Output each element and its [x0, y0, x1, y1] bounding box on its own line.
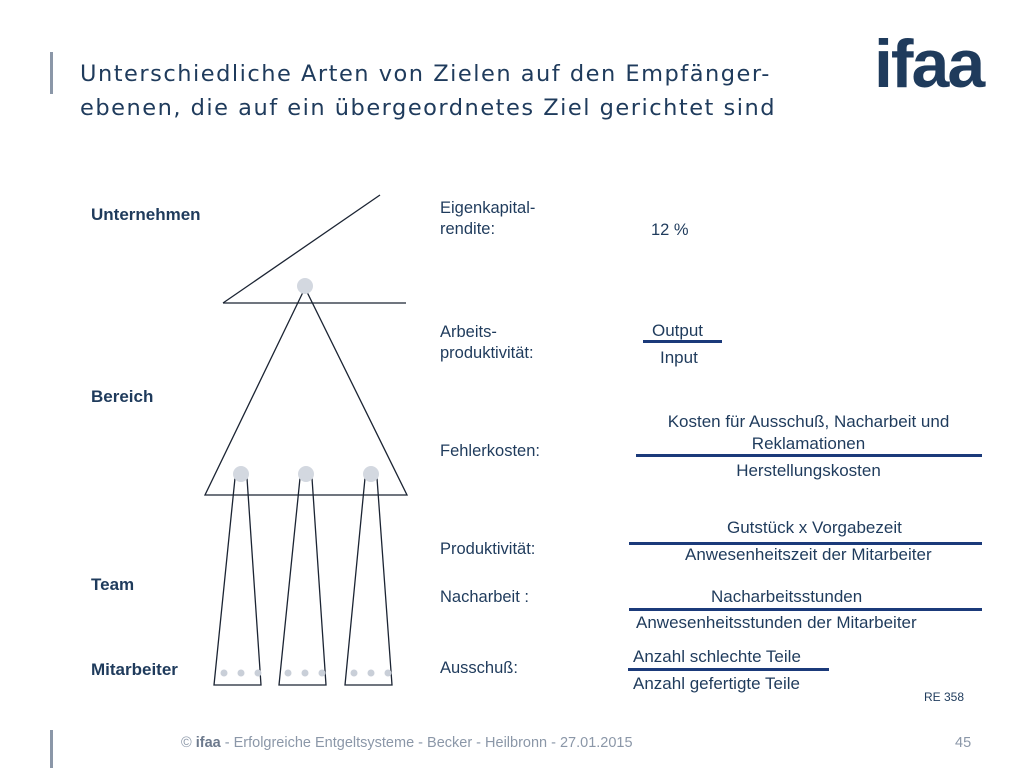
ausschuss-numerator: Anzahl schlechte Teile [633, 647, 801, 666]
kpi-label-eigenkapitalrendite: Eigenkapital- rendite: [440, 199, 536, 238]
fehlerkosten-fraction-line [636, 454, 982, 457]
title-accent-bar [50, 52, 53, 94]
page-number: 45 [955, 735, 972, 751]
employee-dot [384, 669, 392, 677]
nacharbeit-numerator: Nacharbeitsstunden [711, 587, 863, 606]
nacharbeit-fraction-line [629, 608, 982, 611]
level-label-unternehmen: Unternehmen [91, 205, 201, 224]
footer-caption: - Erfolgreiche Entgeltsysteme - Becker -… [220, 735, 633, 751]
level-label-team: Team [91, 575, 135, 594]
employee-dot [237, 669, 245, 677]
kpi-label-arbeitsproduktivitaet: Arbeits- produktivität: [440, 323, 534, 362]
produktivitaet-denominator: Anwesenheitszeit der Mitarbeiter [685, 545, 932, 564]
department-node-1 [233, 466, 249, 482]
page-title: Unterschiedliche Arten von Zielen auf de… [80, 57, 860, 125]
eigenkapitalrendite-value: 12 % [651, 221, 689, 239]
level-label-mitarbeiter: Mitarbeiter [91, 660, 178, 679]
employee-dot [220, 669, 228, 677]
kpi-label-produktivitaet: Produktivität: [440, 540, 536, 558]
department-triangle [203, 286, 409, 496]
arbeitsproduktivitaet-fraction-line [643, 340, 722, 343]
employee-dot [350, 669, 358, 677]
employee-dot [301, 669, 309, 677]
fehlerkosten-denominator: Herstellungskosten [736, 461, 881, 480]
department-node-2 [298, 466, 314, 482]
team-trapezoid-3 [344, 477, 393, 686]
employee-dot [254, 669, 262, 677]
footer-copyright: © [181, 735, 196, 751]
employee-dot [318, 669, 326, 677]
team-trapezoid-2 [278, 477, 327, 686]
ausschuss-denominator: Anzahl gefertigte Teile [633, 674, 800, 693]
produktivitaet-numerator: Gutstück x Vorgabezeit [727, 518, 902, 537]
team-trapezoid-1 [213, 477, 262, 686]
company-wedge-diagonal [222, 194, 381, 304]
department-node-3 [363, 466, 379, 482]
kpi-label-nacharbeit: Nacharbeit : [440, 588, 529, 606]
kpi-label-ausschuss: Ausschuß: [440, 659, 518, 677]
employee-dot [367, 669, 375, 677]
company-node [297, 278, 313, 294]
nacharbeit-denominator: Anwesenheitsstunden der Mitarbeiter [636, 613, 917, 632]
produktivitaet-fraction-line [629, 542, 982, 545]
level-label-bereich: Bereich [91, 387, 154, 406]
title-line-1: Unterschiedliche Arten von Zielen auf de… [80, 61, 771, 87]
footer-accent-bar [50, 730, 53, 768]
footer-text: © ifaa - Erfolgreiche Entgeltsysteme - B… [181, 735, 633, 751]
employee-dot [284, 669, 292, 677]
arbeitsproduktivitaet-denominator: Input [660, 348, 698, 367]
fehlerkosten-numerator: Kosten für Ausschuß, Nacharbeit und Rekl… [667, 412, 950, 453]
ifaa-logo: ifaa [874, 26, 985, 102]
title-line-2: ebenen, die auf ein übergeordnetes Ziel … [80, 95, 777, 121]
kpi-label-fehlerkosten: Fehlerkosten: [440, 442, 540, 460]
reference-code: RE 358 [924, 690, 965, 704]
ausschuss-fraction-line [628, 668, 829, 671]
footer-brand: ifaa [195, 735, 221, 751]
arbeitsproduktivitaet-numerator: Output [652, 321, 704, 340]
